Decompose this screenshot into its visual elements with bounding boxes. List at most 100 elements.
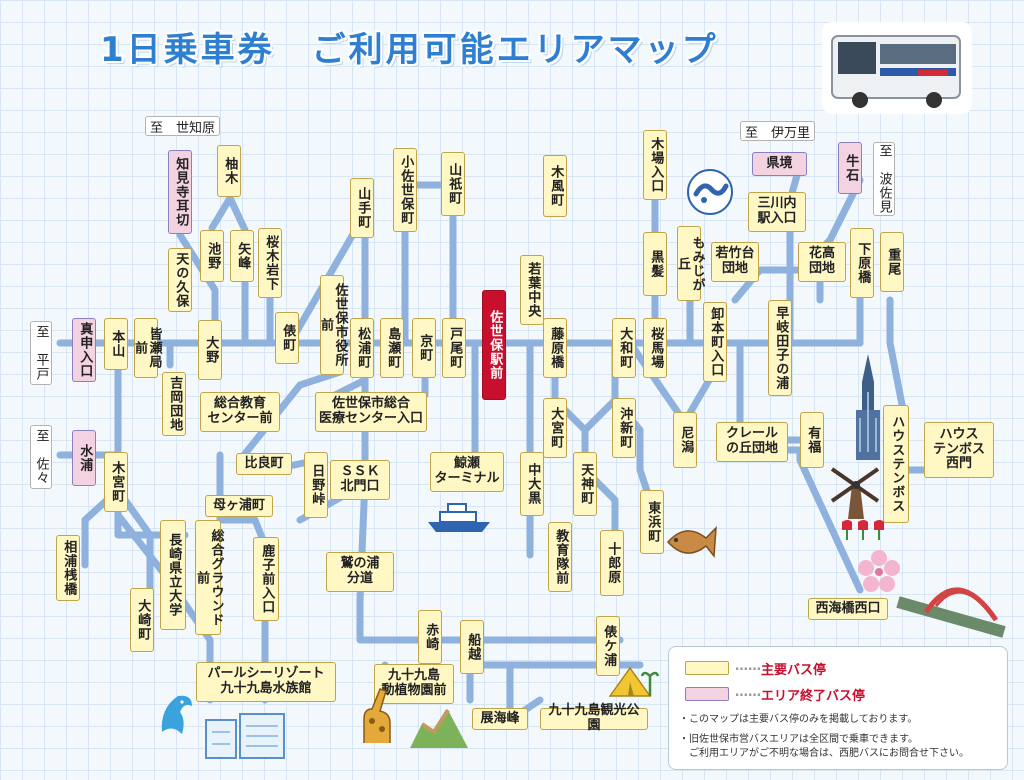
stop-shinchu[interactable]: 真申入口 xyxy=(72,318,96,382)
legend-major-dots: …… xyxy=(735,659,761,674)
stop-tenjin[interactable]: 天神町 xyxy=(573,452,597,516)
stop-wakaba[interactable]: 若葉中央 xyxy=(520,255,544,325)
legend-note-1: ・このマップは主要バス停のみを掲載しております。 xyxy=(679,714,918,725)
stop-arita[interactable]: 有福 xyxy=(800,412,824,468)
stop-shigeo[interactable]: 重尾 xyxy=(880,232,904,292)
stop-kobaguchi[interactable]: 木場入口 xyxy=(643,130,667,200)
legend-major-swatch xyxy=(685,661,729,675)
stop-nagasaki-univ[interactable]: 長崎県立大学 xyxy=(160,520,186,630)
stop-hiracho[interactable]: 比良町 xyxy=(236,453,292,475)
stop-huis-west[interactable]: ハウス テンボス 西門 xyxy=(924,422,994,478)
stop-huis[interactable]: ハウステンボス xyxy=(883,405,909,523)
stop-fujiwara[interactable]: 藤原橋 xyxy=(543,318,567,378)
stop-osaki[interactable]: 大崎町 xyxy=(130,588,154,652)
stop-shiyakusho[interactable]: 佐世保市役所前 xyxy=(318,275,348,375)
stop-okishin[interactable]: 沖新町 xyxy=(612,398,636,458)
city-emblem-icon xyxy=(687,169,733,215)
stop-pearl[interactable]: パールシーリゾート 九十九島水族館 xyxy=(196,662,336,702)
great-wall-icon xyxy=(410,708,468,748)
stop-tenkaiho[interactable]: 展海峰 xyxy=(472,708,528,730)
stop-momiji[interactable]: もみじが丘 xyxy=(675,226,705,301)
stop-kyoikutai[interactable]: 教育隊前 xyxy=(548,522,572,592)
stop-hayagi[interactable]: 早岐田子の浦 xyxy=(768,300,792,396)
map-legend: …… 主要バス停 …… エリア終了バス停 ・このマップは主要バス停のみを掲載して… xyxy=(668,646,1008,770)
stop-sakurababa[interactable]: 桜馬場 xyxy=(643,318,667,378)
stop-kyomachi[interactable]: 京町 xyxy=(412,318,436,378)
tower-icon xyxy=(856,354,880,460)
stop-tobio[interactable]: 戸尾町 xyxy=(442,318,466,378)
stop-nigata[interactable]: 尼潟 xyxy=(673,412,697,468)
stop-miyazu[interactable]: 大宮町 xyxy=(543,398,567,458)
stop-iryo[interactable]: 佐世保市総合 医療センター入口 xyxy=(315,392,427,432)
stop-akasaki[interactable]: 赤崎 xyxy=(418,610,442,664)
stop-higashihama[interactable]: 東浜町 xyxy=(640,490,664,554)
stop-oroshimoto[interactable]: 卸本町入口 xyxy=(703,302,727,382)
windmill-icon xyxy=(830,467,880,519)
fish-icon xyxy=(666,526,717,558)
stop-ikeno[interactable]: 池野 xyxy=(200,230,224,282)
stop-minase[interactable]: 皆瀬局前 xyxy=(132,318,162,378)
stop-nakaoguro[interactable]: 中大黒 xyxy=(520,452,544,516)
legend-terminal-swatch xyxy=(685,687,729,701)
giraffe-icon xyxy=(363,688,391,743)
legend-terminal-label: エリア終了バス停 xyxy=(761,689,866,704)
stop-ssk[interactable]: ＳＳＫ 北門口 xyxy=(330,460,390,500)
stop-hinohashi[interactable]: 日野峠 xyxy=(304,452,328,518)
stop-sasebo-station[interactable]: 佐世保駅前 xyxy=(482,290,506,400)
stop-yoshioka[interactable]: 吉岡団地 xyxy=(162,372,186,436)
legend-terminal-dots: …… xyxy=(735,685,761,700)
stop-yamato[interactable]: 大和町 xyxy=(612,318,636,378)
stop-chimijiji[interactable]: 知見寺耳切 xyxy=(168,150,192,234)
stop-kashiwa[interactable]: 俵ケ浦 xyxy=(596,616,620,676)
stop-amanokubo[interactable]: 天の久保 xyxy=(168,248,192,312)
bus-photo xyxy=(822,22,972,114)
dest-sechibaru: 至 世知原 xyxy=(145,116,220,136)
stop-kuroge[interactable]: 黒髪 xyxy=(643,232,667,296)
stop-yamatemachi[interactable]: 山手町 xyxy=(350,178,374,238)
stop-yamine[interactable]: 矢峰 xyxy=(230,230,254,282)
stop-kanko[interactable]: 九十九島観光公園 xyxy=(540,704,648,733)
stop-tawaramachi[interactable]: 俵町 xyxy=(275,312,299,364)
dest-imari: 至 伊万里 xyxy=(740,121,815,141)
stop-motoyama[interactable]: 本山 xyxy=(104,318,128,370)
stop-wasinoura[interactable]: 鷲の浦 分道 xyxy=(326,552,394,592)
stop-yuzuki[interactable]: 柚木 xyxy=(217,145,241,197)
stop-ushiishi[interactable]: 牛石 xyxy=(838,142,862,194)
stop-zoo[interactable]: 九十九島 動植物園前 xyxy=(374,664,454,704)
stop-kazakashira[interactable]: 木風町 xyxy=(543,155,567,217)
stop-shimohara[interactable]: 下原橋 xyxy=(850,228,874,298)
stop-kujira[interactable]: 鯨瀬 ターミナル xyxy=(430,452,504,492)
dolphin-icon xyxy=(161,695,192,734)
stop-mizuura[interactable]: 水浦 xyxy=(72,430,96,486)
cherry-blossom-icon xyxy=(858,550,900,592)
stop-funakoshi[interactable]: 船越 xyxy=(460,620,484,674)
stop-yamanota[interactable]: 山祇町 xyxy=(441,152,465,216)
stop-sogo-kyoiku[interactable]: 総合教育 センター前 xyxy=(200,392,280,432)
stop-aiura[interactable]: 相浦桟橋 xyxy=(56,535,80,601)
stop-kosasebocho[interactable]: 小佐世保町 xyxy=(393,148,417,232)
stop-sakuragi[interactable]: 桜木岩下 xyxy=(258,228,282,298)
stop-nishikaikyo[interactable]: 西海橋西口 xyxy=(808,598,888,620)
stop-creel[interactable]: クレール の丘団地 xyxy=(716,422,788,462)
stop-jujibara[interactable]: 十郎原 xyxy=(600,530,624,596)
tulip-icon xyxy=(842,520,884,540)
stop-matsuuracho[interactable]: 松浦町 xyxy=(350,318,374,378)
stop-hahagaura[interactable]: 母ヶ浦町 xyxy=(205,495,273,517)
tent-icon xyxy=(608,666,660,697)
stop-ono[interactable]: 大野 xyxy=(198,320,222,380)
stop-kenkyo[interactable]: 県境 xyxy=(752,152,807,176)
ferry-icon xyxy=(428,503,490,532)
stop-mikawachi[interactable]: 三川内 駅入口 xyxy=(748,192,806,232)
stop-wakatake[interactable]: 若竹台 団地 xyxy=(711,242,759,282)
stop-kashimae[interactable]: 鹿子前入口 xyxy=(253,537,279,621)
stop-sogo-ground[interactable]: 総合グラウンド前 xyxy=(194,520,224,635)
map-title: 1日乗車券 ご利用可能エリアマップ xyxy=(100,30,719,70)
dest-hasami: 至 波佐見 xyxy=(873,142,895,216)
stop-kimiya[interactable]: 木宮町 xyxy=(104,452,128,512)
stop-shimasecho[interactable]: 島瀬町 xyxy=(380,318,404,378)
bridge-icon xyxy=(896,587,1006,638)
stop-hanataka[interactable]: 花高 団地 xyxy=(798,242,846,282)
legend-note-2: ・旧佐世保市営バスエリアは全区間で乗車できます。 ご利用エリアがご不明な場合は、… xyxy=(679,734,969,759)
legend-major-label: 主要バス停 xyxy=(761,663,827,678)
dest-hirado: 至 平戸 xyxy=(30,321,52,385)
